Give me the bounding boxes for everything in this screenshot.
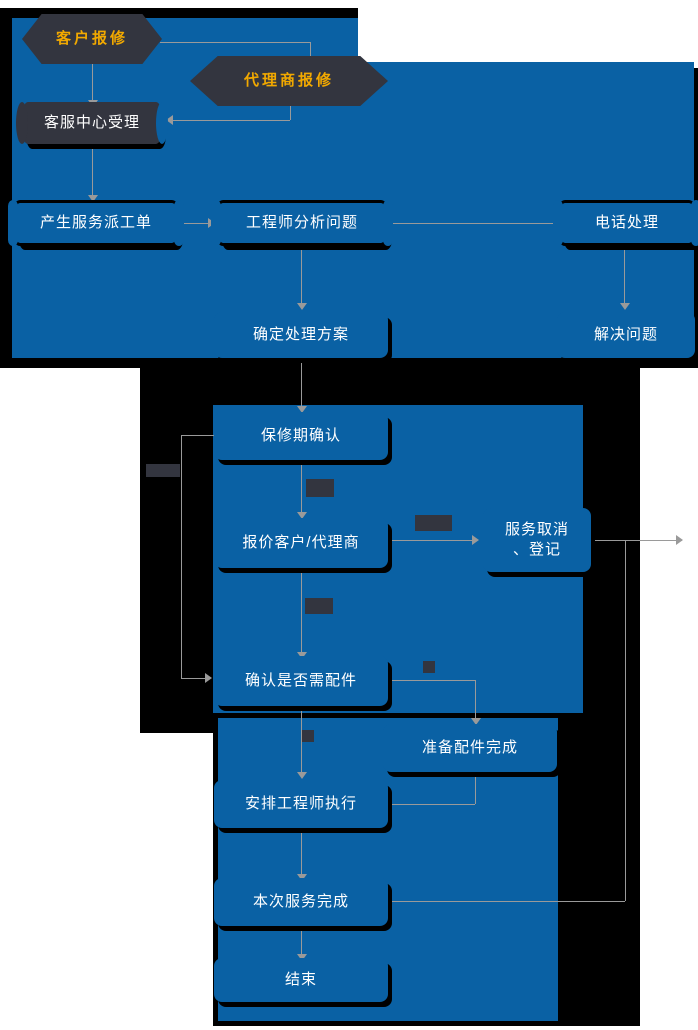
connector-ready-to-dispatch-v	[475, 772, 476, 804]
node-dispatch-engineer[interactable]: 安排工程师执行	[214, 780, 388, 828]
arrowhead-parts-ready	[471, 718, 481, 725]
connector-quote-to-parts	[301, 568, 302, 656]
connector-right-rail	[625, 540, 626, 901]
connector-done-to-rail	[390, 901, 625, 902]
connector-engineer-to-solution	[301, 250, 302, 305]
connector-phone-to-solved	[624, 250, 625, 305]
node-need-parts-confirm[interactable]: 确认是否需配件	[214, 656, 388, 706]
connector-parts-to-ready-h	[390, 680, 476, 681]
node-customer-report[interactable]: 客户报修	[22, 14, 162, 64]
connector-solution-to-warranty	[301, 358, 302, 410]
node-engineer-analyze[interactable]: 工程师分析问题	[211, 200, 393, 246]
arrowhead-create-work-order	[88, 195, 98, 202]
arrowhead-quote-customer	[297, 512, 307, 519]
connector-workorder-to-engineer	[178, 223, 214, 224]
node-label: 客户报修	[55, 29, 128, 47]
node-agent-report[interactable]: 代理商报修	[190, 56, 388, 106]
node-label: 准备配件完成	[421, 738, 518, 756]
connector-quote-to-cancel	[390, 540, 474, 541]
node-quote-customer-agent[interactable]: 报价客户/代理商	[214, 518, 388, 568]
edge-label-parts-yes	[423, 661, 435, 673]
arrowhead-need-parts	[297, 652, 307, 659]
connector-agent-to-center-v	[290, 96, 291, 120]
node-label: 工程师分析问题	[245, 213, 358, 231]
node-label: 代理商报修	[243, 71, 334, 89]
connector-customer-to-center-v	[92, 62, 93, 104]
node-label: 产生服务派工单	[39, 213, 152, 231]
node-label: 解决问题	[593, 325, 658, 343]
node-label: 安排工程师执行	[244, 794, 357, 812]
arrowhead-end	[297, 954, 307, 961]
connector-customer-to-agent-h	[160, 42, 310, 43]
node-label: 确定处理方案	[252, 325, 349, 343]
edge-label-parts-no	[302, 730, 314, 742]
node-label: 客服中心受理	[43, 113, 140, 131]
node-label: 本次服务完成	[252, 892, 349, 910]
node-create-work-order[interactable]: 产生服务派工单	[8, 200, 184, 246]
node-problem-solved[interactable]: 解决问题	[557, 312, 695, 358]
node-decide-solution[interactable]: 确定处理方案	[214, 312, 388, 358]
node-label: 电话处理	[594, 213, 659, 231]
node-parts-ready[interactable]: 准备配件完成	[383, 724, 557, 772]
connector-parts-to-ready-v	[475, 680, 476, 722]
edge-label-quote-to-cancel	[415, 515, 452, 531]
arrowhead-dispatch-engineer	[297, 772, 307, 779]
arrowhead-service-done	[297, 874, 307, 881]
arrowhead-warranty-confirm	[297, 406, 307, 413]
connector-agent-to-center-h	[172, 120, 290, 121]
node-service-center[interactable]: 客服中心受理	[16, 102, 168, 144]
connector-ready-to-dispatch-h	[390, 804, 475, 805]
node-label: 报价客户/代理商	[242, 533, 360, 551]
node-service-done[interactable]: 本次服务完成	[214, 878, 388, 926]
connector-center-to-workorder-v	[92, 143, 93, 199]
arrowhead-service-cancel	[472, 535, 479, 545]
connector-cancel-to-exit	[592, 540, 682, 541]
node-warranty-confirm[interactable]: 保修期确认	[214, 412, 388, 460]
connector-dispatch-to-done	[301, 830, 302, 878]
connector-customer-to-agent-v	[310, 42, 311, 64]
node-label: 保修期确认	[260, 426, 341, 444]
arrowhead-problem-solved	[620, 303, 630, 310]
arrowhead-decide-solution	[297, 303, 307, 310]
arrowhead-service-center-side	[166, 115, 173, 125]
connector-warranty-to-quote	[301, 460, 302, 516]
arrowhead-cancel-exit	[676, 535, 683, 545]
connector-parts-to-dispatch	[301, 706, 302, 776]
edge-label-warranty-to-quote	[306, 479, 334, 497]
edge-label-quote-to-parts	[305, 598, 333, 614]
connector-loopback-bottom	[181, 678, 208, 679]
connector-loopback-top	[181, 435, 214, 436]
node-label: 服务取消 、登记	[504, 520, 569, 558]
connector-engineer-to-phone	[390, 223, 558, 224]
arrowhead-loopback-need-parts	[205, 673, 212, 683]
edge-label-loopback	[146, 464, 180, 477]
connector-loopback-vertical	[181, 435, 182, 678]
node-label: 结束	[284, 970, 317, 988]
node-label: 确认是否需配件	[244, 671, 357, 689]
connector-done-to-end	[301, 928, 302, 958]
node-service-cancel-log[interactable]: 服务取消 、登记	[483, 508, 591, 572]
node-end[interactable]: 结束	[214, 958, 388, 1002]
node-phone-handle[interactable]: 电话处理	[553, 200, 698, 246]
